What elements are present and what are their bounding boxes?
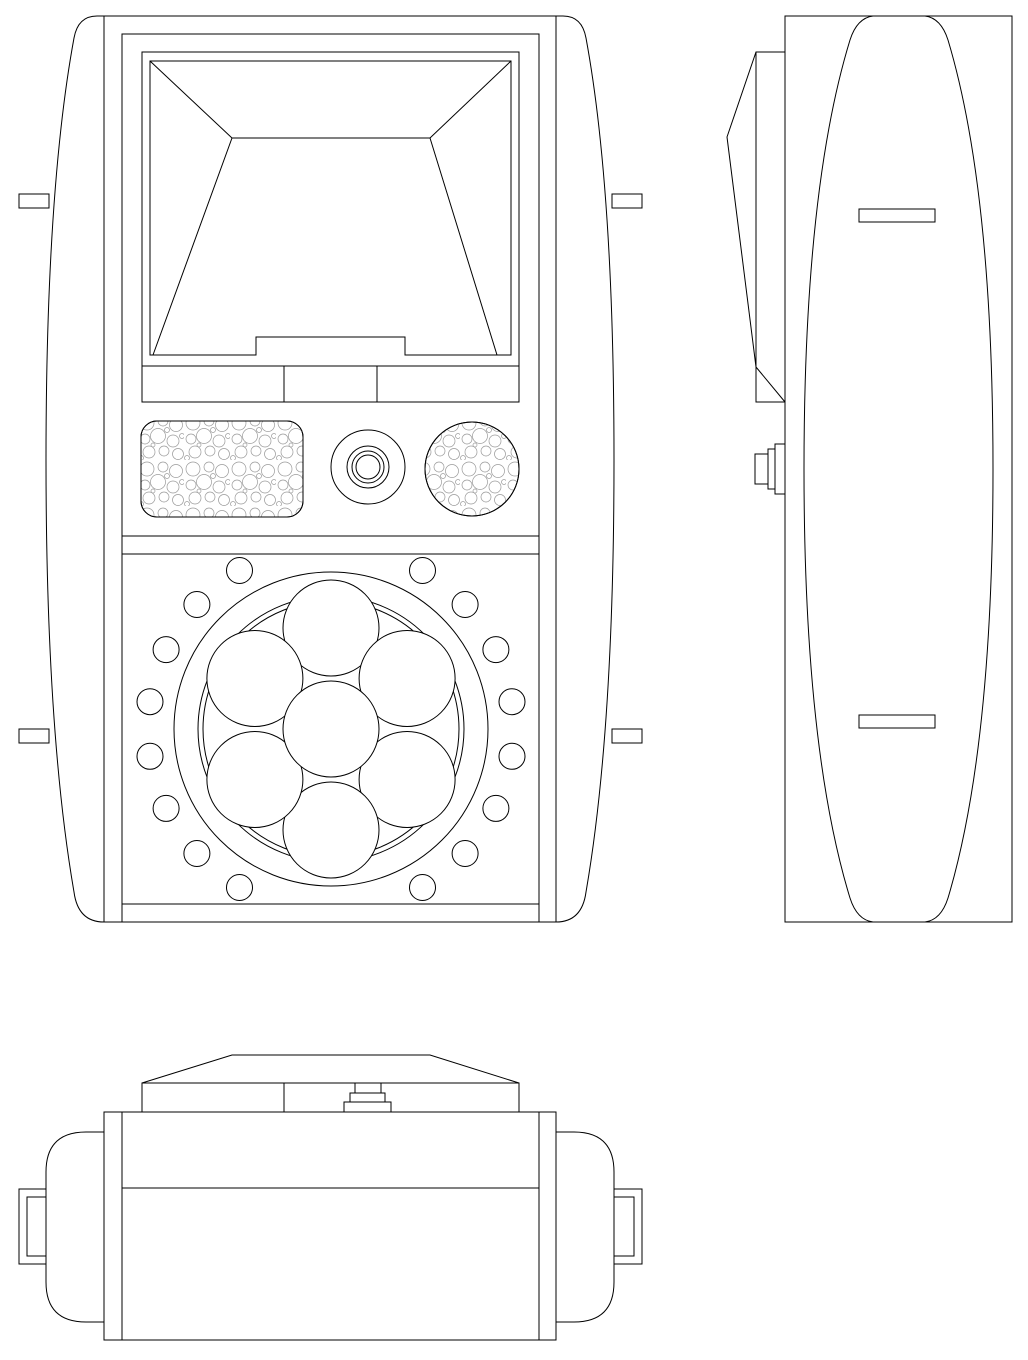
lens-6 xyxy=(206,630,304,727)
bottom-right-bumper xyxy=(555,1131,615,1323)
front-tab-lower-left xyxy=(18,728,50,744)
led-left-1 xyxy=(226,557,253,584)
led-right-7 xyxy=(451,840,479,867)
front-tab-upper-right xyxy=(611,193,643,209)
side-view xyxy=(726,15,1013,923)
lamp-outer-ring xyxy=(173,571,489,887)
side-knob[interactable] xyxy=(754,443,786,495)
front-housing-inner xyxy=(121,33,540,923)
led-left-3 xyxy=(152,636,180,664)
bottom-handle-right xyxy=(611,1188,643,1265)
led-left-7 xyxy=(183,840,211,867)
bottom-display-block xyxy=(141,1082,520,1113)
lens-cluster xyxy=(206,579,456,879)
led-right-6 xyxy=(482,794,510,822)
lens-5 xyxy=(206,731,304,828)
left-grille-texture xyxy=(141,421,303,517)
led-right-1 xyxy=(409,557,436,584)
display-inner-panel xyxy=(152,137,498,356)
front-left-bumper xyxy=(45,15,105,923)
side-bumper-profile xyxy=(803,15,994,923)
side-housing xyxy=(784,15,1013,923)
front-right-bumper xyxy=(555,15,615,923)
led-right-4 xyxy=(498,688,526,716)
side-slot-lower xyxy=(858,714,936,729)
led-right-5 xyxy=(498,742,526,770)
front-view xyxy=(18,15,643,923)
center-knob[interactable] xyxy=(330,429,406,505)
led-left-4 xyxy=(136,688,164,716)
led-left-2 xyxy=(183,591,211,618)
bottom-view xyxy=(18,1054,643,1341)
lens-2 xyxy=(358,630,456,727)
bottom-handle-left xyxy=(18,1188,50,1265)
bottom-display-wedge xyxy=(141,1054,520,1084)
led-left-8 xyxy=(226,874,253,901)
led-right-8 xyxy=(409,874,436,901)
led-left-6 xyxy=(152,794,180,822)
lens-1 xyxy=(282,579,380,677)
lens-center xyxy=(282,680,380,778)
bottom-housing xyxy=(103,1111,557,1341)
display-bezel xyxy=(141,51,520,403)
lens-3 xyxy=(358,731,456,828)
side-slot-upper xyxy=(858,208,936,223)
front-tab-lower-right xyxy=(611,728,643,744)
led-left-5 xyxy=(136,742,164,770)
led-right-3 xyxy=(482,636,510,664)
led-ring xyxy=(136,557,526,901)
right-grille-texture xyxy=(425,422,519,516)
bottom-left-bumper xyxy=(45,1131,105,1323)
front-tab-upper-left xyxy=(18,193,50,209)
lens-4 xyxy=(282,781,380,879)
led-right-2 xyxy=(451,591,479,618)
